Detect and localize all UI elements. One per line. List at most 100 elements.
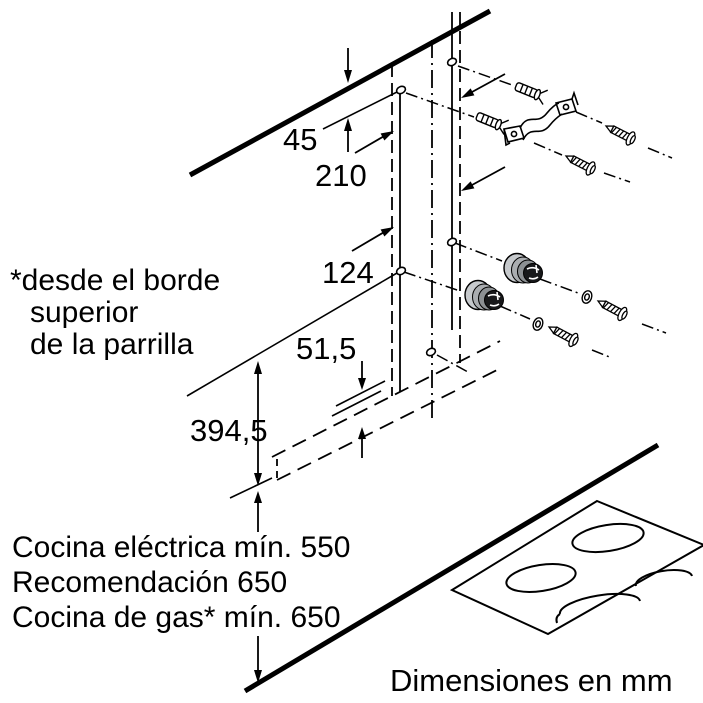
screw3-thread-lines — [602, 302, 620, 315]
assembly-leader-lines — [403, 65, 673, 373]
leader-tail-1 — [647, 147, 673, 159]
dim-51-5-label: 51,5 — [296, 331, 356, 366]
dim-394-5-label: 394,5 — [190, 413, 268, 448]
clearance-electric: Cocina eléctrica mín. 550 — [12, 531, 351, 564]
lower-hole-line — [335, 380, 386, 407]
leader-tail-2 — [603, 172, 631, 183]
hood-edge-solid — [331, 390, 382, 417]
dimension-arrows — [254, 48, 506, 683]
bracket-hole-upper — [562, 103, 570, 111]
anchor2-prongs — [498, 119, 510, 135]
washer-2 — [532, 317, 544, 331]
wall-top-edge — [188, 8, 492, 178]
screw-3 — [596, 300, 628, 322]
knob1-face — [484, 290, 504, 310]
leader-knob-washer2 — [499, 305, 531, 320]
knob1-face-marks — [487, 291, 501, 307]
mounting-bracket — [502, 90, 579, 147]
screw-2 — [564, 155, 596, 176]
cooktop — [449, 499, 703, 636]
screw4-head-inner — [572, 336, 579, 346]
burner-left — [505, 563, 577, 593]
leader-tail-4 — [641, 323, 667, 334]
bracket-strip-top — [519, 102, 560, 129]
screw2-head-inner — [589, 164, 596, 175]
hood-bottom-front — [276, 366, 504, 481]
insert-arrow1-line — [471, 73, 506, 93]
bracket-hole-lower — [510, 130, 518, 138]
screw1-thread-lines — [611, 126, 628, 139]
leader-bracket-screw2 — [533, 142, 563, 156]
anchor1-ribs — [519, 84, 533, 96]
bracket-tab-upper-side — [571, 90, 579, 106]
dim210-upper-line — [354, 134, 387, 154]
insert-arrow2-line — [471, 166, 506, 186]
cooktop-outline — [449, 499, 703, 636]
burner-bottom-tail — [555, 613, 561, 624]
bracket-tab-lower-side — [503, 128, 511, 147]
dim515-down-head — [358, 378, 366, 390]
dim-210-label: 210 — [315, 158, 367, 193]
dim3945-up-head — [254, 361, 262, 374]
knob2-face — [523, 263, 543, 283]
spacer-knob-2 — [503, 252, 543, 284]
hood-bottom-back — [271, 340, 501, 458]
clearance-notes: Cocina eléctrica mín. 550 Recomendación … — [12, 531, 351, 634]
asterisk-note-line3: de la parrilla — [30, 328, 194, 361]
hole-mid-right — [446, 237, 458, 247]
clearance-down-head — [254, 670, 262, 683]
screw4-thread-lines — [553, 328, 571, 341]
wall-anchor-1 — [514, 82, 549, 105]
burner-right-arc — [634, 569, 693, 587]
mounting-guide-lines — [391, 12, 461, 420]
burner-top — [571, 522, 645, 554]
leader-top-2 — [405, 92, 475, 118]
burner-bottom-arc — [558, 592, 641, 615]
asterisk-note-line2: superior — [30, 296, 138, 329]
screw3-head-inner — [621, 310, 628, 320]
hole-reference-lines — [186, 87, 406, 499]
hole-top-right — [446, 57, 458, 67]
screw1-head-inner — [629, 134, 636, 145]
clearance-recommended: Recomendación 650 — [12, 566, 287, 599]
dim-124-label: 124 — [322, 255, 374, 290]
dim210-lower-line — [351, 230, 387, 252]
screw-4 — [547, 326, 579, 348]
anchor2-ribs — [480, 114, 494, 126]
drill-holes — [395, 57, 458, 357]
anchor1-collar — [533, 88, 542, 101]
washer-1 — [581, 290, 593, 304]
insert-arrow2-head — [461, 181, 475, 191]
spacer-knob-1 — [464, 279, 504, 311]
anchor2-collar — [494, 118, 503, 131]
asterisk-note-line1: *desde el borde — [10, 264, 220, 297]
leader-top-1 — [457, 65, 513, 86]
washer1-inner — [583, 293, 591, 301]
asterisk-note: *desde el borde superior de la parrilla — [10, 264, 220, 361]
knob2-face-marks — [526, 264, 540, 280]
leader-mid-1 — [403, 271, 461, 292]
wall-anchor-2 — [475, 112, 510, 135]
dim515-up-head — [358, 427, 366, 439]
washer2-inner — [534, 320, 542, 328]
dim3945-down-head — [254, 473, 262, 486]
dim45-arrow-head — [344, 118, 352, 131]
dim210-lower-head — [380, 227, 394, 237]
leader-bracket-screw1 — [575, 111, 603, 124]
hole-top-left — [395, 85, 407, 95]
anchor1-prongs — [537, 89, 549, 105]
cooktop-back-edge — [243, 442, 660, 694]
dim210-upper-head — [380, 131, 394, 141]
clearance-gas: Cocina de gas* mín. 650 — [12, 601, 341, 634]
leader-knob-washer1 — [539, 278, 579, 294]
screw-1 — [604, 125, 636, 146]
dim-45-label: 45 — [283, 122, 317, 157]
leader-mid-2 — [454, 242, 503, 262]
hood-bottom-outline — [271, 340, 504, 481]
bracket-strip-bottom — [522, 113, 563, 141]
wall-arrow-head — [344, 70, 352, 83]
screw2-thread-lines — [571, 156, 588, 169]
insert-arrow1-head — [461, 88, 475, 98]
mid-hole-line — [186, 272, 398, 397]
